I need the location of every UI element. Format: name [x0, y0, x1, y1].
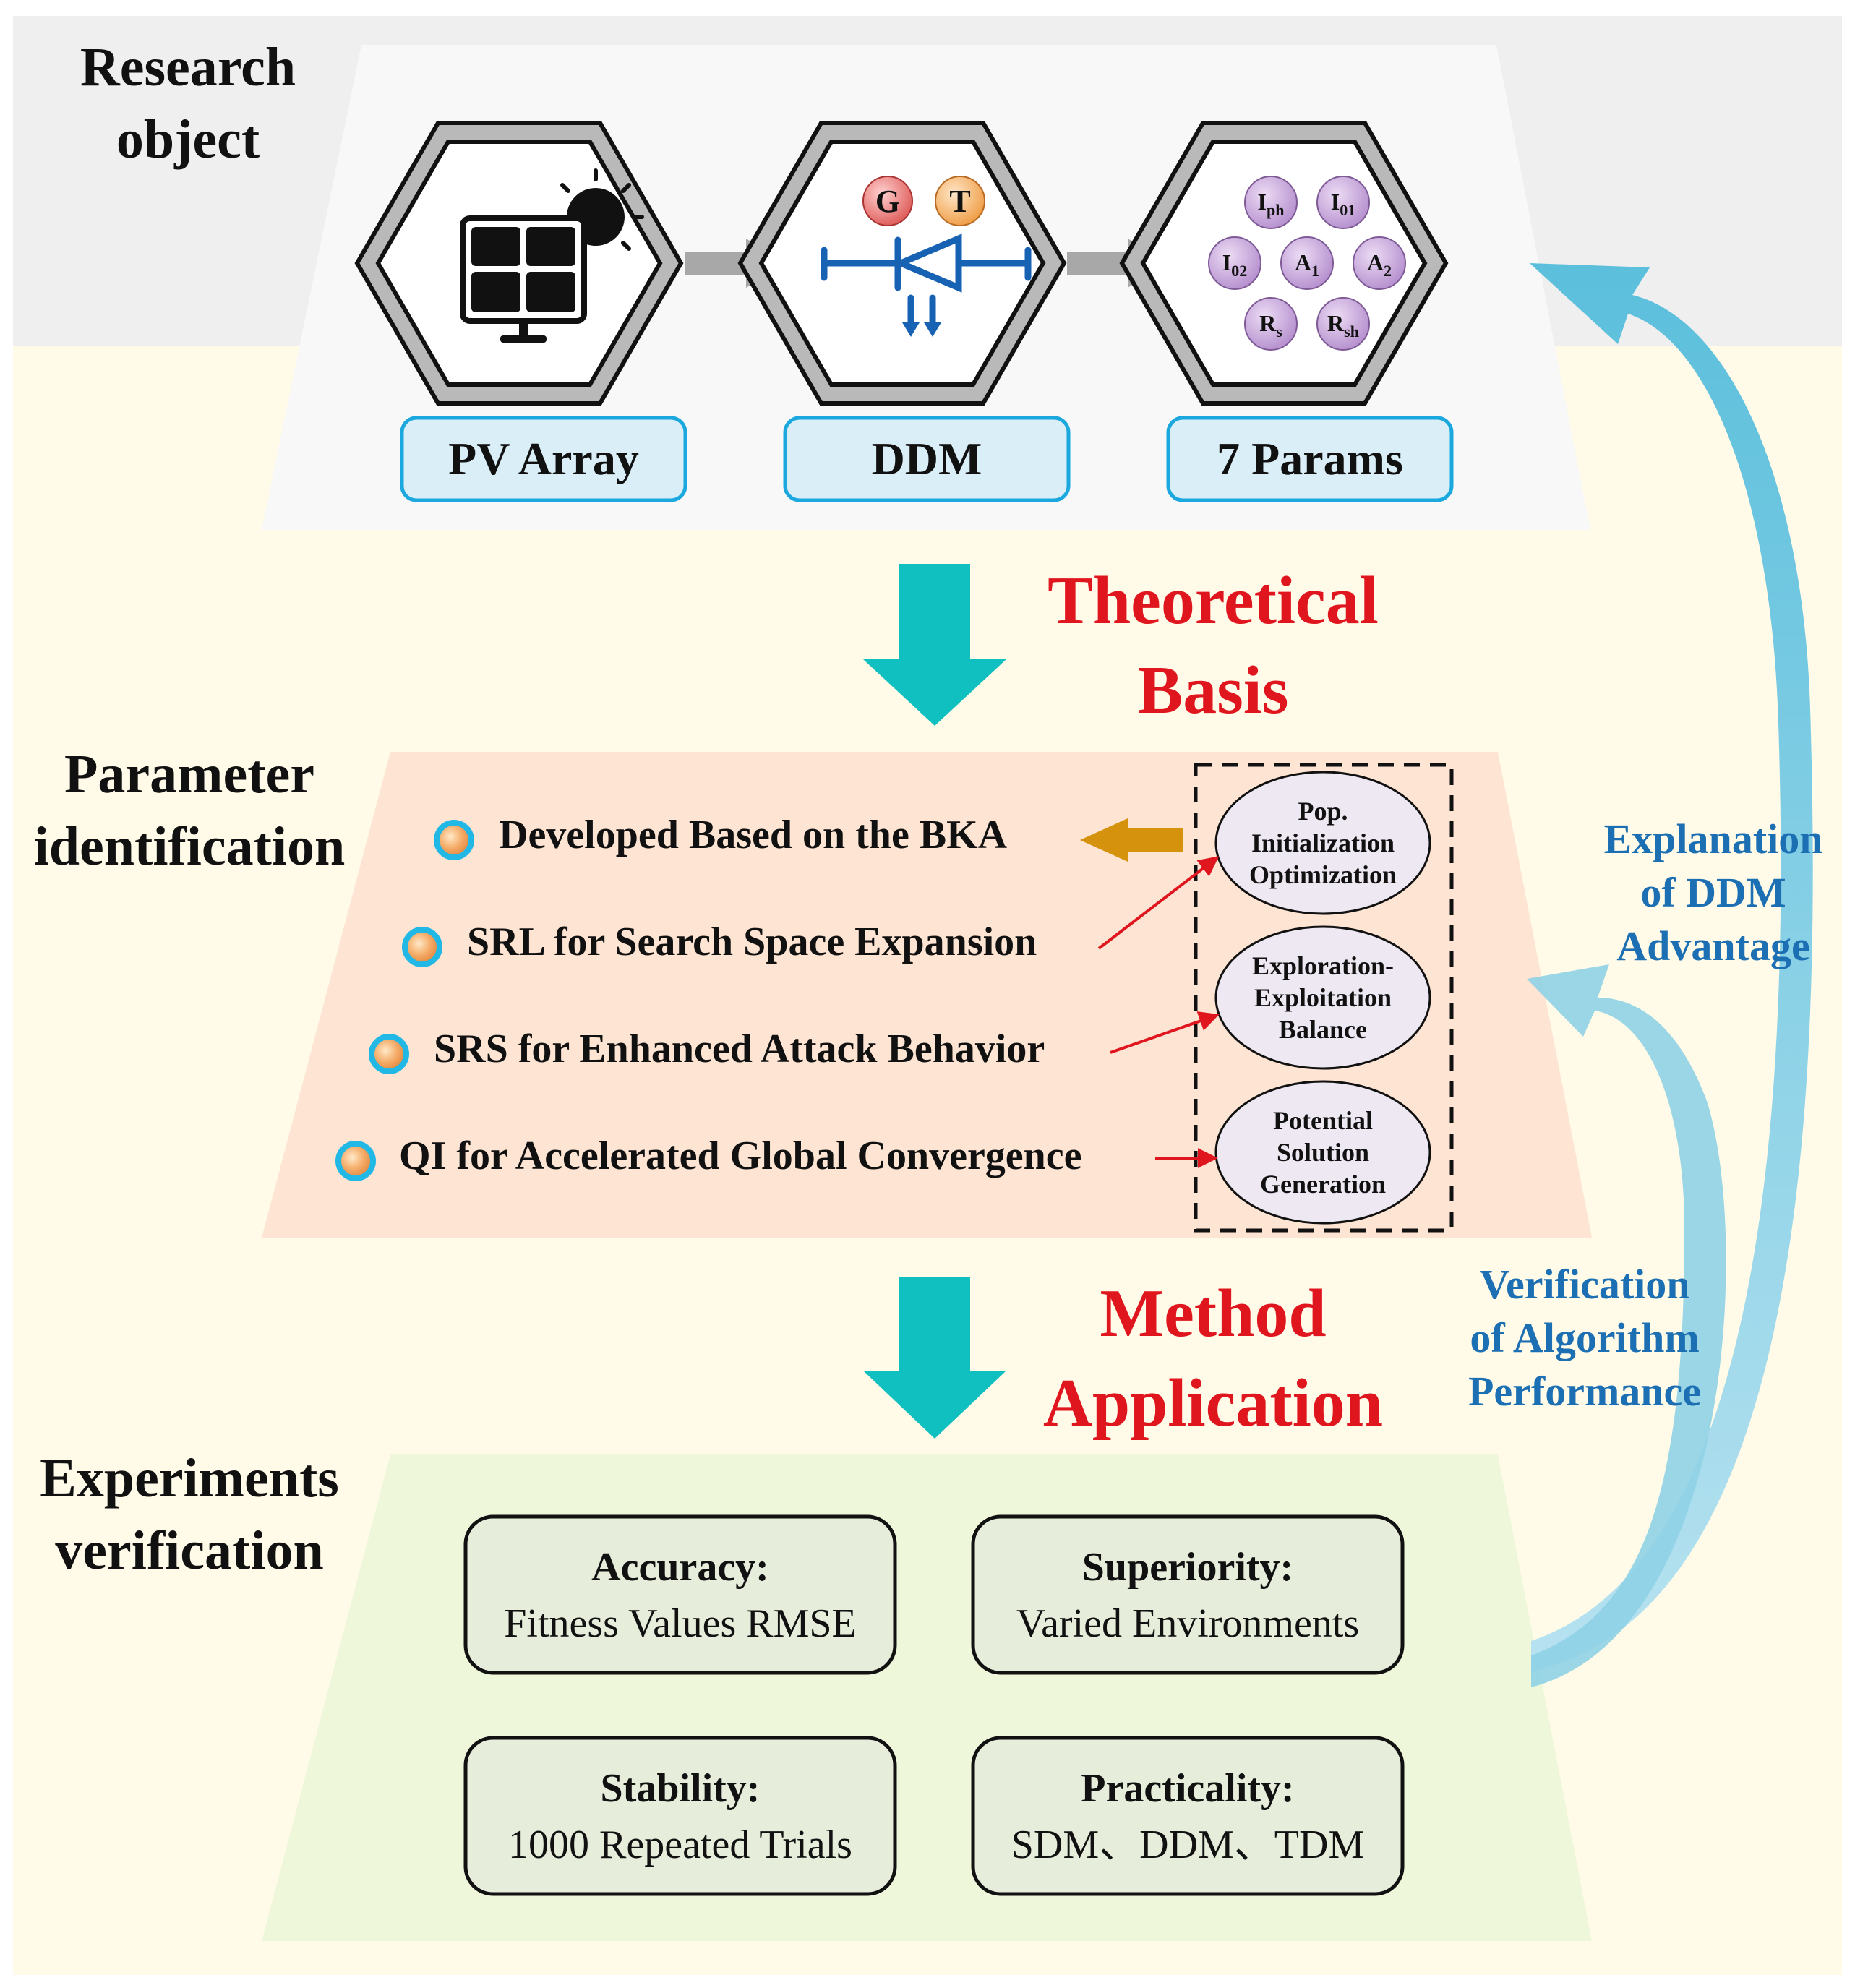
bullet-item: SRS for Enhanced Attack Behavior	[369, 1027, 1045, 1074]
param-badge-label: Iph	[1258, 189, 1285, 219]
solar-panel-icon	[354, 121, 684, 406]
section-label-param-line1: Parameter	[64, 744, 314, 805]
param-badge	[1316, 297, 1370, 351]
param-badge-label: I02	[1222, 249, 1247, 280]
ellipse-pop-init: Pop. Initialization Optimization	[1214, 771, 1431, 915]
ellipse-text-line: Potential	[1273, 1106, 1373, 1135]
ellipse-text-line: Generation	[1260, 1170, 1386, 1199]
down-arrow-method	[863, 1277, 1006, 1439]
label-explanation-line2: of DDM	[1640, 869, 1786, 916]
bullet-text: SRS for Enhanced Attack Behavior	[434, 1027, 1045, 1071]
caption-7-params: 7 Params	[1166, 416, 1454, 502]
heading-method-line2: Application	[1043, 1366, 1383, 1441]
box-practicality: Practicality: SDM、DDM、TDM	[971, 1736, 1405, 1896]
ellipse-text-line: Exploitation	[1254, 983, 1392, 1012]
ellipse-text-line: Optimization	[1249, 860, 1397, 889]
bullet-item: SRL for Search Space Expansion	[402, 920, 1037, 967]
param-badge-label: A2	[1367, 249, 1392, 280]
section-label-research-line1: Research	[80, 37, 296, 98]
label-verification-line1: Verification	[1479, 1261, 1689, 1308]
param-badge-label: Rsh	[1327, 310, 1359, 340]
ellipse-text-line: Initialization	[1251, 828, 1395, 857]
ellipse-text-line: Exploration-	[1252, 951, 1394, 980]
param-badge	[1244, 176, 1298, 229]
label-explanation-line1: Explanation	[1604, 815, 1823, 862]
param-badge	[1353, 236, 1406, 290]
bullet-item: QI for Accelerated Global Convergence	[335, 1134, 1082, 1181]
bullet-text: SRL for Search Space Expansion	[467, 920, 1037, 964]
caption-pv-array: PV Array	[400, 416, 687, 502]
heading-theoretical-line1: Theoretical	[1048, 563, 1379, 638]
section-label-param-line2: identification	[34, 816, 346, 877]
box-stability: Stability: 1000 Repeated Trials	[463, 1736, 897, 1896]
box-detail: Varied Environments	[1016, 1601, 1359, 1646]
label-verification-line3: Performance	[1468, 1368, 1701, 1415]
box-superiority: Superiority: Varied Environments	[971, 1514, 1405, 1675]
t-badge-label: T	[949, 184, 970, 219]
caption-ddm: DDM	[783, 416, 1071, 502]
section-label-research-line2: object	[116, 109, 260, 170]
param-badge	[1280, 236, 1334, 290]
param-badge	[1208, 236, 1261, 290]
t-badge	[935, 176, 985, 226]
box-detail: SDM、DDM、TDM	[1011, 1822, 1365, 1867]
ellipse-potential-solution: Potential Solution Generation	[1214, 1080, 1431, 1225]
caption-pv-array-text: PV Array	[448, 433, 639, 484]
param-badge	[1244, 297, 1298, 351]
param-badge-label: Rs	[1259, 310, 1282, 340]
ellipse-exploration: Exploration- Exploitation Balance	[1214, 925, 1431, 1070]
bullet-list: Developed Based on the BKA SRL for Searc…	[335, 813, 1082, 1181]
section-label-experiments-line2: verification	[55, 1520, 323, 1581]
g-badge-label: G	[875, 184, 900, 219]
label-explanation-line3: Advantage	[1616, 922, 1809, 969]
bullet-item: Developed Based on the BKA	[434, 813, 1008, 860]
down-arrow-theoretical	[863, 564, 1006, 726]
box-detail: 1000 Repeated Trials	[508, 1822, 852, 1867]
box-title: Stability:	[601, 1766, 761, 1811]
box-detail: Fitness Values RMSE	[504, 1601, 856, 1646]
caption-ddm-text: DDM	[872, 433, 982, 484]
red-arrow-srs	[1110, 1011, 1220, 1054]
diode-circuit-icon: G T	[737, 121, 1067, 406]
enhancement-dashed-box	[1194, 763, 1454, 1233]
feedback-arrow-explanation	[1530, 263, 1813, 1671]
bullet-text: Developed Based on the BKA	[499, 813, 1008, 857]
feedback-arrow-verification	[1527, 964, 1726, 1687]
heading-method-line1: Method	[1100, 1276, 1326, 1351]
section-label-experiments-line1: Experiments	[40, 1448, 339, 1509]
bka-arrow	[1080, 818, 1183, 862]
ellipse-text-line: Pop.	[1298, 797, 1348, 826]
caption-7-params-text: 7 Params	[1217, 433, 1403, 484]
param-badge	[1316, 176, 1370, 229]
g-badge	[862, 176, 913, 226]
box-accuracy: Accuracy: Fitness Values RMSE	[463, 1514, 897, 1675]
red-arrow-srl	[1097, 856, 1220, 950]
box-title: Accuracy:	[591, 1545, 769, 1590]
box-title: Practicality:	[1081, 1766, 1294, 1811]
box-title: Superiority:	[1082, 1545, 1293, 1590]
ellipse-text-line: Balance	[1279, 1015, 1367, 1044]
param-badge-label: I01	[1331, 189, 1355, 219]
heading-theoretical-line2: Basis	[1138, 653, 1289, 728]
param-badge-label: A1	[1295, 249, 1319, 280]
ellipse-text-line: Solution	[1277, 1138, 1369, 1167]
label-verification-line2: of Algorithm	[1470, 1314, 1699, 1361]
bullet-text: QI for Accelerated Global Convergence	[399, 1134, 1082, 1178]
